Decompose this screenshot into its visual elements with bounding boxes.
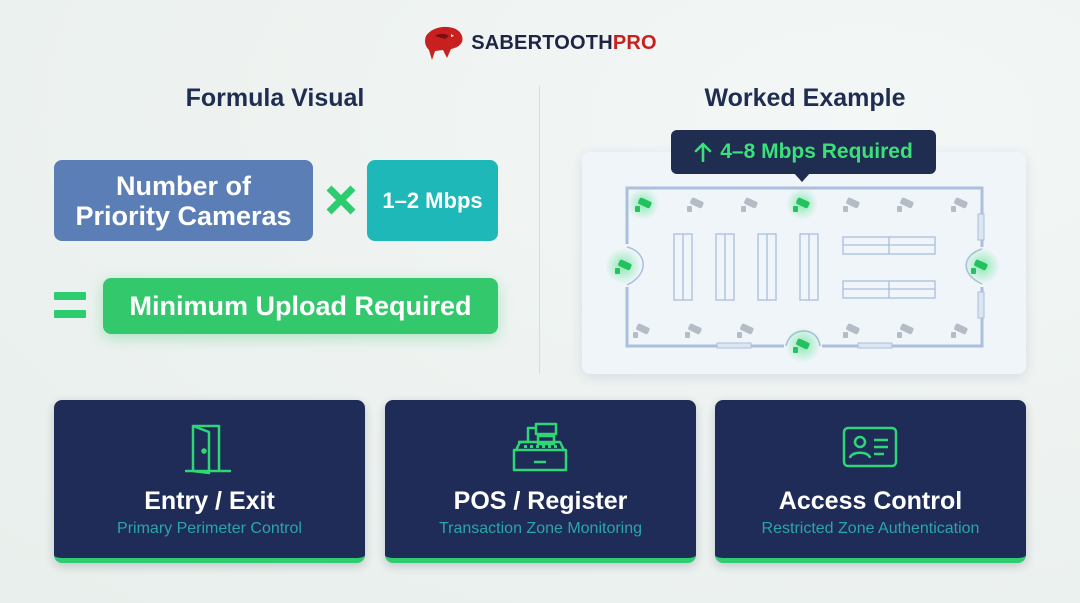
bandwidth-callout: 4–8 Mbps Required xyxy=(671,130,936,174)
sabertooth-logo-icon xyxy=(425,26,463,61)
callout-pointer xyxy=(793,172,811,182)
multiply-icon xyxy=(326,185,356,215)
brand-logo: SABERTOOTHPRO xyxy=(0,24,1080,62)
card-subtitle: Primary Perimeter Control xyxy=(117,520,302,537)
brand-name: SABERTOOTHPRO xyxy=(471,32,657,55)
door-icon xyxy=(185,424,231,475)
id-card-icon xyxy=(842,426,898,468)
card-access-control: Access Control Restricted Zone Authentic… xyxy=(715,400,1026,563)
card-subtitle: Transaction Zone Monitoring xyxy=(438,520,643,537)
card-title: Entry / Exit xyxy=(144,487,275,515)
cameras-line-2: Priority Cameras xyxy=(75,200,292,231)
card-subtitle: Restricted Zone Authentication xyxy=(761,520,980,537)
brand-name-main: SABERTOOTH xyxy=(471,31,613,54)
arrow-up-icon xyxy=(694,142,712,162)
brand-name-accent: PRO xyxy=(612,31,657,54)
bandwidth-box: 1–2 Mbps xyxy=(367,160,498,241)
card-title: POS / Register xyxy=(453,487,628,515)
card-entry-exit: Entry / Exit Primary Perimeter Control xyxy=(54,400,365,563)
cameras-line-1: Number of xyxy=(115,170,251,201)
card-pos-register: POS / Register Transaction Zone Monitori… xyxy=(385,400,696,563)
equals-icon xyxy=(54,292,86,318)
callout-text: 4–8 Mbps Required xyxy=(720,140,913,163)
floor-plan-card xyxy=(582,152,1026,374)
section-divider xyxy=(539,86,540,374)
floor-plan xyxy=(605,186,1000,363)
formula-title: Formula Visual xyxy=(185,84,365,112)
minimum-upload-box: Minimum Upload Required xyxy=(103,278,498,334)
cash-register-icon xyxy=(512,422,568,472)
example-title: Worked Example xyxy=(704,84,906,112)
card-title: Access Control xyxy=(778,487,963,515)
